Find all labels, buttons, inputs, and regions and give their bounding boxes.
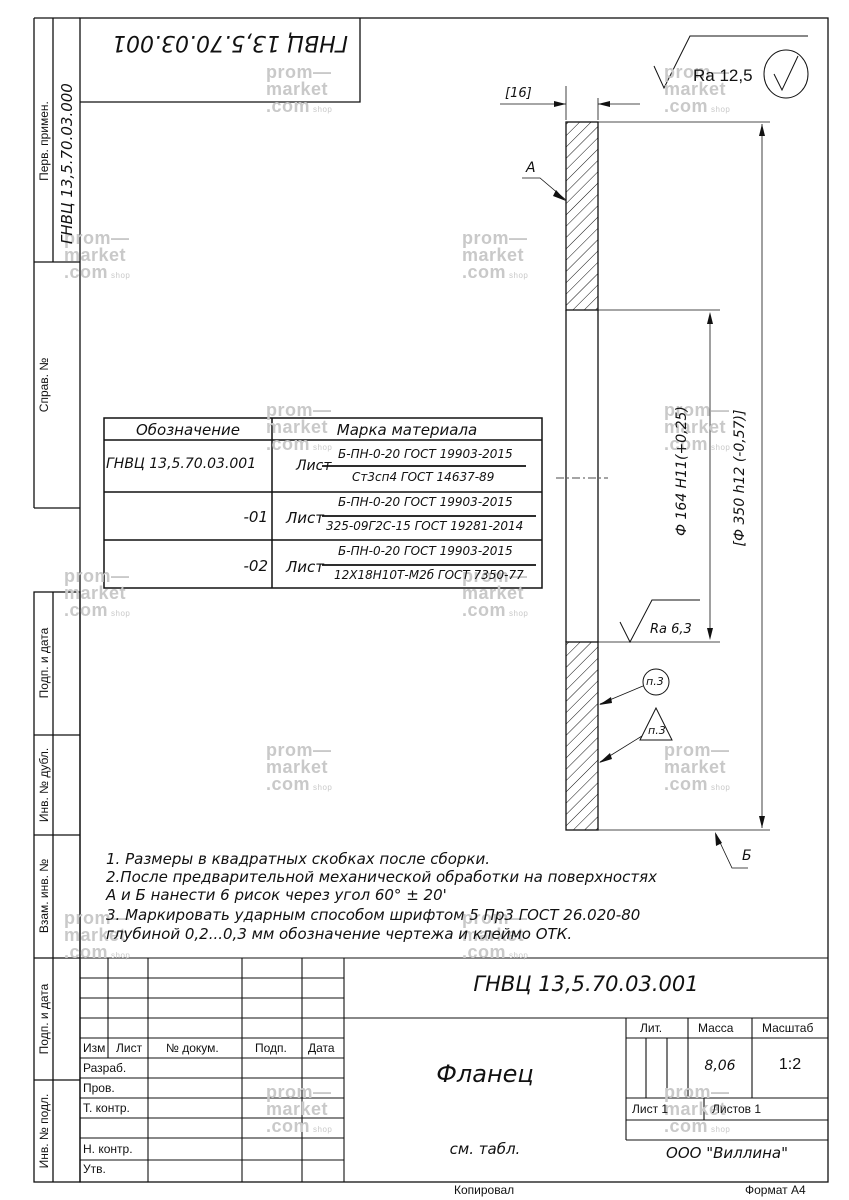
flange-section: [500, 35, 809, 869]
table-row-designation: -01: [243, 508, 269, 526]
surface-label-b: Б: [742, 848, 752, 864]
ref-p3-triangle: п.3: [648, 724, 666, 737]
sheet-number: Лист 1: [632, 1102, 669, 1116]
surface-label-a: А: [526, 160, 536, 176]
mass-value: 8,06: [704, 1058, 736, 1074]
side-label-podp-data-2: Подп. и дата: [37, 983, 51, 1055]
col-data: Дата: [308, 1041, 335, 1055]
company-name: ООО "Виллина": [666, 1144, 788, 1162]
table-header-material: Марка материала: [336, 421, 478, 439]
table-row-kind: Лист: [296, 458, 332, 474]
side-label-podp-data: Подп. и дата: [37, 627, 51, 699]
dimension-dia-164: Ф 164 H11(+0,25): [674, 406, 690, 536]
footer-format: Формат А4: [745, 1183, 806, 1197]
side-label-perv-primen: Перв. примен.: [37, 101, 51, 181]
col-podp: Подп.: [255, 1041, 287, 1055]
table-row-material-bottom: Ст3сп4 ГОСТ 14637-89: [352, 470, 495, 484]
dimension-16: [16]: [505, 86, 532, 101]
side-label-vzam-inv: Взам. инв. №: [37, 858, 51, 934]
roughness-ra-12-5: Ra 12,5: [693, 66, 753, 85]
col-list: Лист: [116, 1041, 143, 1055]
table-row-material-top: Б-ПН-0-20 ГОСТ 19903-2015: [338, 447, 513, 461]
row-n-kontr: Н. контр.: [83, 1142, 133, 1156]
scale-value: 1:2: [778, 1056, 802, 1073]
dimension-dia-350: [Ф 350 h12 (-0,57)]: [732, 409, 748, 547]
footer-kopiroval: Копировал: [454, 1183, 515, 1197]
note-line: 3. Маркировать ударным способом шрифтом …: [106, 906, 641, 924]
ref-p3-circle: п.3: [646, 675, 664, 688]
table-row-material-top: Б-ПН-0-20 ГОСТ 19903-2015: [338, 544, 513, 558]
table-row-material-bottom: 12Х18Н10Т-М2б ГОСТ 7350-77: [334, 568, 524, 582]
note-line: 1. Размеры в квадратных скобках после сб…: [106, 850, 491, 868]
table-row-designation: ГНВЦ 13,5.70.03.001: [106, 456, 257, 472]
title-doc-code: ГНВЦ 13,5.70.03.001: [473, 972, 699, 996]
table-row-material-top: Б-ПН-0-20 ГОСТ 19903-2015: [338, 495, 513, 509]
table-row-kind: Лист: [286, 509, 325, 527]
col-massa: Масса: [698, 1021, 734, 1035]
col-lit: Лит.: [640, 1021, 663, 1035]
row-utv: Утв.: [83, 1162, 106, 1176]
note-line: глубиной 0,2...0,3 мм обозначение чертеж…: [106, 925, 573, 943]
table-row-material-bottom: 325-09Г2С-15 ГОСТ 19281-2014: [326, 519, 524, 533]
row-razrab: Разраб.: [83, 1061, 127, 1075]
row-prov: Пров.: [83, 1081, 115, 1095]
row-t-kontr: Т. контр.: [83, 1101, 130, 1115]
side-label-inv-podl: Инв. № подл.: [37, 1093, 51, 1169]
roughness-ra-6-3: Ra 6,3: [650, 622, 692, 637]
title-material: см. табл.: [449, 1140, 521, 1158]
col-masshtab: Масштаб: [762, 1021, 814, 1035]
note-line: 2.После предварительной механической обр…: [106, 868, 657, 886]
top-stamp-code: ГНВЦ 13,5.70.03.001: [112, 30, 348, 55]
side-label-sprav: Справ. №: [37, 357, 51, 413]
note-line: А и Б нанести 6 рисок через угол 60° ± 2…: [106, 886, 447, 904]
title-part-name: Фланец: [436, 1060, 534, 1088]
sheet-count: Листов 1: [712, 1102, 761, 1116]
col-izm: Изм: [83, 1041, 106, 1055]
table-row-kind: Лист: [286, 558, 325, 576]
col-doc: № докум.: [166, 1041, 219, 1055]
table-header-designation: Обозначение: [135, 421, 241, 439]
table-row-designation: -02: [243, 557, 269, 575]
side-value-perv-primen: ГНВЦ 13,5.70.03.000: [58, 83, 76, 244]
side-label-inv-dubl: Инв. № дубл.: [37, 747, 51, 823]
